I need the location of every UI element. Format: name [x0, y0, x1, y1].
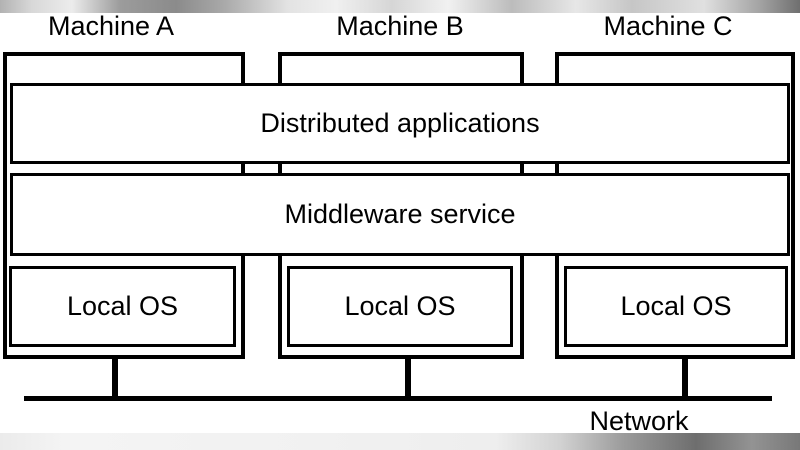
local-os-box-c: Local OS	[564, 266, 788, 347]
machine-b-label: Machine B	[336, 11, 464, 41]
top-gradient-bar	[0, 0, 800, 13]
machine-c-label: Machine C	[603, 11, 733, 41]
distributed-applications-label: Distributed applications	[260, 108, 540, 138]
machine-b-network-connector	[405, 357, 411, 400]
machine-c-network-connector	[682, 357, 688, 400]
local-os-label-a: Local OS	[66, 291, 179, 321]
machine-a-label: Machine A	[47, 11, 175, 41]
middleware-service-label: Middleware service	[284, 199, 516, 229]
bottom-gradient-bar	[0, 433, 800, 450]
local-os-box-a: Local OS	[9, 266, 236, 347]
network-label: Network	[589, 406, 689, 436]
local-os-label-c: Local OS	[620, 291, 732, 321]
local-os-label-b: Local OS	[344, 291, 456, 321]
middleware-service-box: Middleware service	[10, 173, 790, 256]
distributed-applications-box: Distributed applications	[10, 83, 790, 164]
local-os-box-b: Local OS	[287, 266, 513, 347]
network-line	[24, 396, 772, 401]
machine-a-network-connector	[112, 357, 118, 400]
